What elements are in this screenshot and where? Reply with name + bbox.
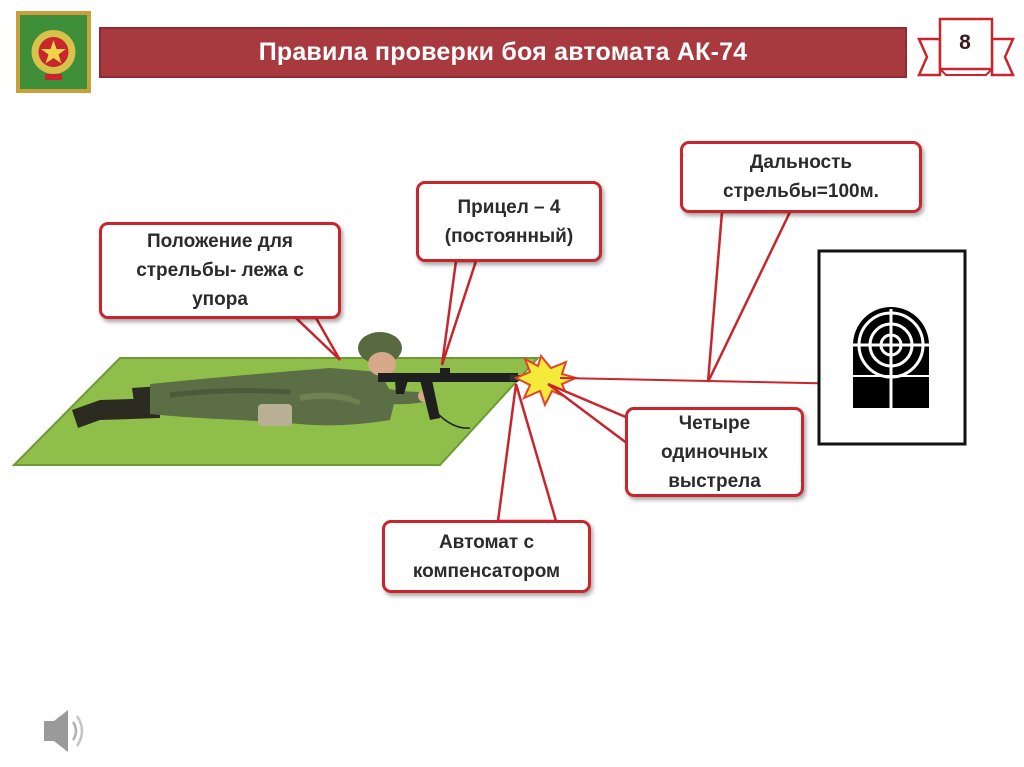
callout-range-text: Дальность стрельбы=100м. [723, 152, 879, 202]
callout-position: Положение для стрельбы- лежа с упора [99, 222, 341, 319]
title-bar: Правила проверки боя автомата АК-74 [99, 27, 907, 78]
callout-range: Дальность стрельбы=100м. [680, 141, 922, 213]
pointer-shots [547, 382, 630, 447]
callout-shots: Четыре одиночных выстрела [625, 407, 804, 497]
soldier-figure [72, 332, 430, 428]
rifle-ak74 [378, 368, 522, 429]
speaker-icon[interactable] [44, 710, 84, 752]
pointer-position [292, 316, 342, 361]
callout-sight-text: Прицел – 4 (постоянный) [444, 196, 574, 247]
callout-position-text: Положение для стрельбы- лежа с упора [136, 231, 304, 310]
callout-pointers [292, 210, 792, 523]
slide-number: 8 [959, 31, 971, 54]
page-number-ribbon [917, 17, 1015, 77]
pointer-rifle [496, 383, 558, 523]
callout-shots-text: Четыре одиночных выстрела [660, 412, 768, 492]
callout-rifle: Автомат с компенсатором [382, 520, 591, 593]
emblem-icon [16, 11, 91, 93]
pointer-sight [440, 259, 478, 366]
target-board [817, 249, 967, 446]
pointer-range [706, 210, 792, 383]
callout-rifle-text: Автомат с компенсатором [412, 531, 561, 582]
page-title: Правила проверки боя автомата АК-74 [258, 38, 748, 66]
target-icon [853, 307, 929, 408]
callout-sight: Прицел – 4 (постоянный) [416, 181, 602, 262]
